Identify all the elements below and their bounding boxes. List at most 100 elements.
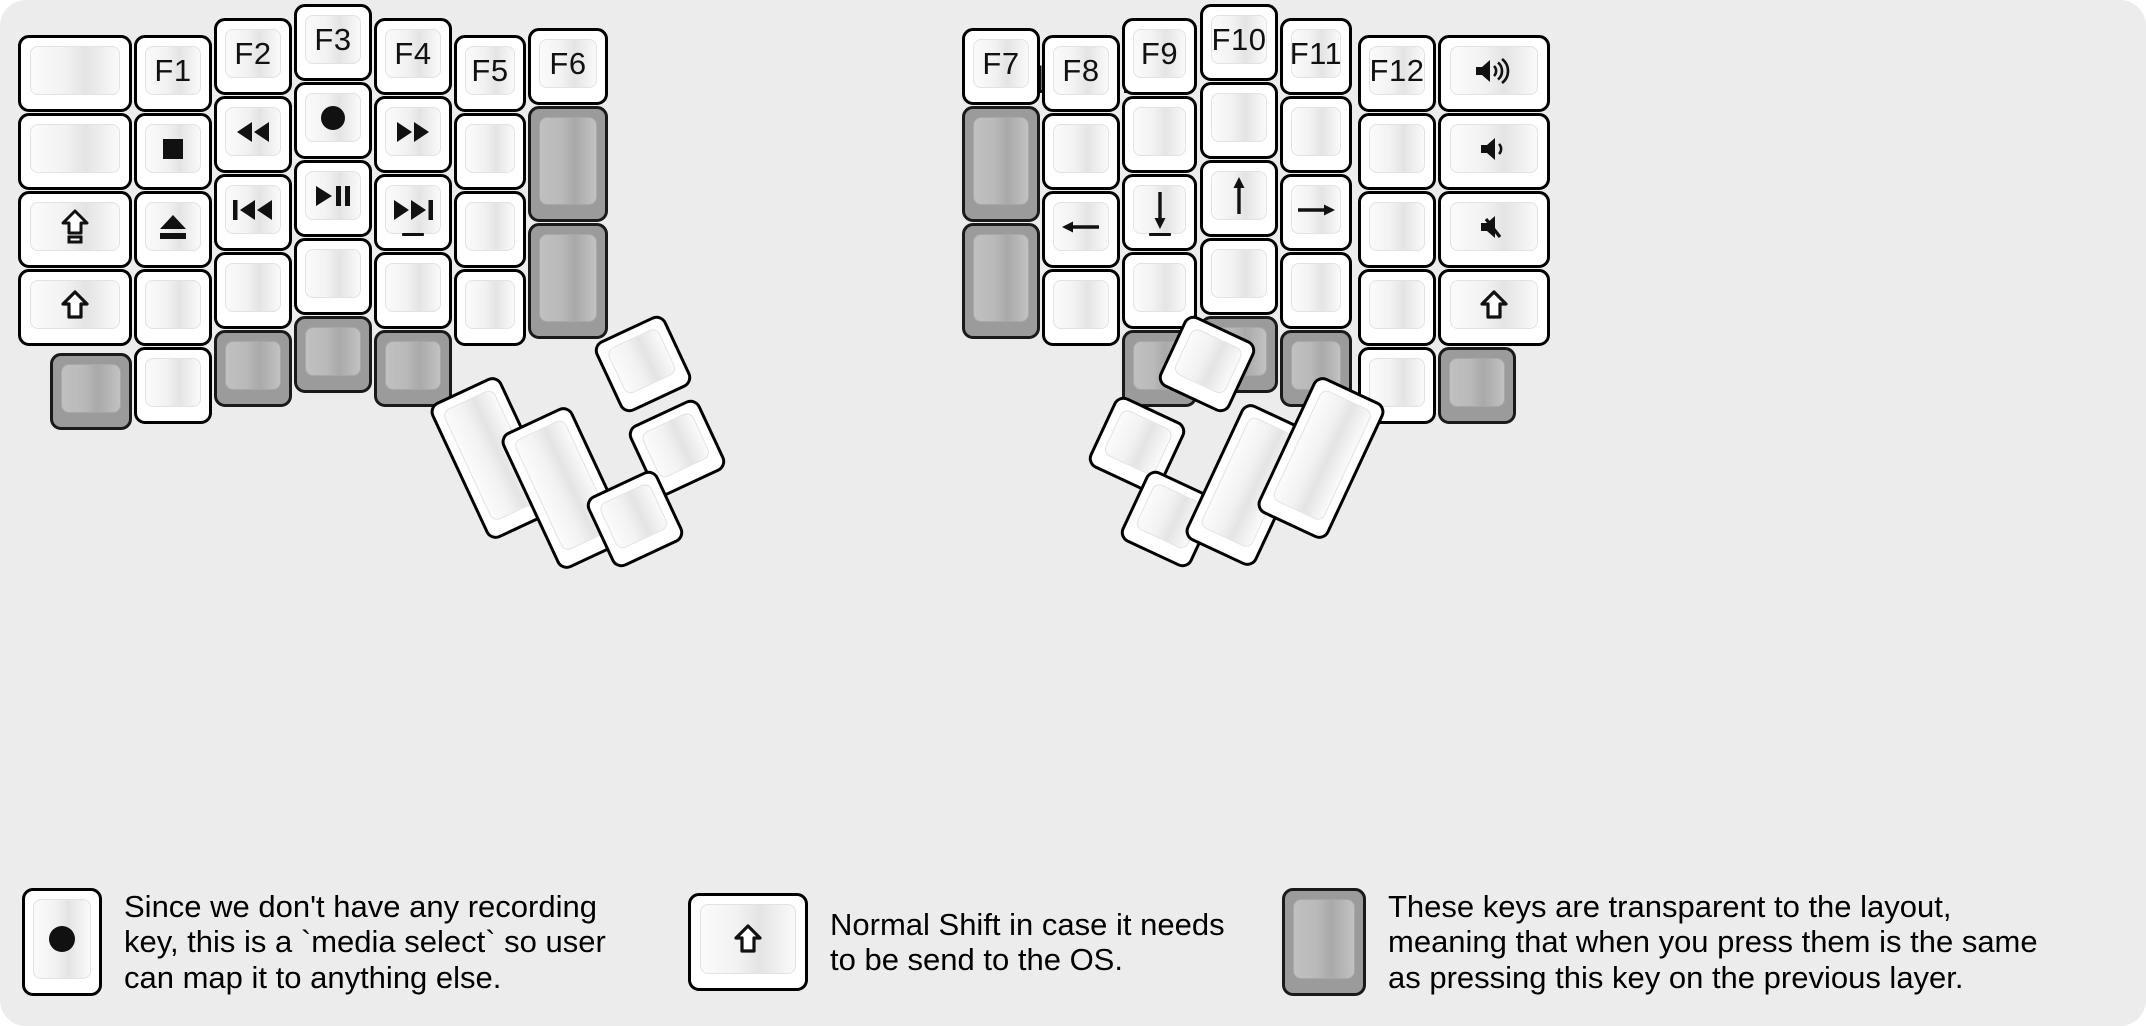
key-label: F2 bbox=[234, 36, 272, 71]
volume-up-icon bbox=[1472, 56, 1516, 86]
key-shift-right[interactable] bbox=[1438, 269, 1550, 346]
key-media-play-pause[interactable] bbox=[294, 160, 372, 237]
key-capslock[interactable] bbox=[18, 191, 132, 268]
key-transparent-r-c7-r5[interactable] bbox=[1438, 347, 1516, 424]
key-media-record[interactable] bbox=[294, 82, 372, 159]
key-blank-r-c3-r4[interactable] bbox=[1122, 252, 1197, 329]
key-blank-l-c3-r4[interactable] bbox=[214, 252, 292, 329]
key-underbar-mark bbox=[1148, 233, 1171, 236]
key-volume-mute[interactable] bbox=[1438, 191, 1550, 268]
key-label: F11 bbox=[1291, 36, 1341, 71]
key-arrow-right[interactable] bbox=[1280, 174, 1352, 251]
legend-item-transparent: These keys are transparent to the layout… bbox=[1282, 888, 2038, 996]
prev-track-icon bbox=[229, 197, 277, 223]
legend-key-record bbox=[22, 888, 102, 996]
key-blank-l-c2-r4[interactable] bbox=[134, 269, 212, 346]
key-arrow-left[interactable] bbox=[1042, 191, 1120, 268]
stop-icon bbox=[158, 134, 188, 164]
key-f12[interactable]: F12 bbox=[1358, 35, 1436, 112]
key-label: F1 bbox=[154, 53, 192, 88]
key-media-prev-track[interactable] bbox=[214, 174, 292, 251]
key-blank-r-c4-r2[interactable] bbox=[1200, 82, 1278, 159]
key-blank-l-c6-r2[interactable] bbox=[454, 113, 526, 190]
record-circle-icon bbox=[45, 922, 79, 956]
key-blank-l-c6-r4[interactable] bbox=[454, 269, 526, 346]
key-shift-left[interactable] bbox=[18, 269, 132, 346]
key-f7[interactable]: F7 bbox=[962, 28, 1040, 105]
key-media-fast-forward[interactable] bbox=[374, 96, 452, 173]
key-volume-up[interactable] bbox=[1438, 35, 1550, 112]
key-blank-r-c5-r4[interactable] bbox=[1280, 252, 1352, 329]
key-blank-l-c2-r5[interactable] bbox=[134, 347, 212, 424]
key-label: F7 bbox=[982, 46, 1020, 81]
key-blank-r-c6-r2[interactable] bbox=[1358, 113, 1436, 190]
key-blank-l-c4-r4[interactable] bbox=[294, 238, 372, 315]
legend-item-shift: Normal Shift in case it needs to be send… bbox=[688, 893, 1225, 991]
key-label: F4 bbox=[394, 36, 432, 71]
capslock-icon bbox=[60, 209, 90, 245]
key-f9[interactable]: F9 bbox=[1122, 18, 1197, 95]
play-pause-icon bbox=[311, 183, 355, 209]
key-blank-r-c3-r2[interactable] bbox=[1122, 96, 1197, 173]
legend-text-shift: Normal Shift in case it needs to be send… bbox=[830, 906, 1225, 977]
key-media-next-track[interactable] bbox=[374, 174, 452, 251]
key-media-rewind[interactable] bbox=[214, 96, 292, 173]
legend-text-transparent: These keys are transparent to the layout… bbox=[1388, 889, 2038, 995]
key-transparent-l-c7-r2[interactable] bbox=[528, 106, 608, 222]
key-transparent-l-c5-r5[interactable] bbox=[374, 330, 452, 407]
arrow-down-icon bbox=[1147, 188, 1173, 232]
key-blank-r-c6-r3[interactable] bbox=[1358, 191, 1436, 268]
key-f1[interactable]: F1 bbox=[134, 35, 212, 112]
key-f3[interactable]: F3 bbox=[294, 4, 372, 81]
key-f2[interactable]: F2 bbox=[214, 18, 292, 95]
key-media-stop[interactable] bbox=[134, 113, 212, 190]
key-blank-r-c5-r2[interactable] bbox=[1280, 96, 1352, 173]
key-media-eject[interactable] bbox=[134, 191, 212, 268]
key-blank-r-c2-r4[interactable] bbox=[1042, 269, 1120, 346]
key-label: F8 bbox=[1062, 53, 1100, 88]
legend-item-record: Since we don't have any recording key, t… bbox=[22, 888, 606, 996]
key-label: F6 bbox=[549, 46, 587, 81]
arrow-up-icon bbox=[1226, 174, 1252, 218]
key-volume-down[interactable] bbox=[1438, 113, 1550, 190]
key-transparent-r-c1-r2[interactable] bbox=[962, 106, 1040, 222]
fast-forward-icon bbox=[392, 119, 434, 145]
key-arrow-up[interactable] bbox=[1200, 160, 1278, 237]
key-blank-l-c1-r1[interactable] bbox=[18, 35, 132, 112]
key-blank-r-c2-r2[interactable] bbox=[1042, 113, 1120, 190]
shift-icon bbox=[1479, 289, 1509, 321]
key-f10[interactable]: F10 bbox=[1200, 4, 1278, 81]
key-f5[interactable]: F5 bbox=[454, 35, 526, 112]
eject-icon bbox=[156, 212, 190, 242]
key-label: F9 bbox=[1140, 36, 1179, 71]
volume-mute-icon bbox=[1477, 212, 1511, 242]
next-track-icon bbox=[389, 197, 437, 223]
key-blank-r-c6-r4[interactable] bbox=[1358, 269, 1436, 346]
key-transparent-l-c7-r3[interactable] bbox=[528, 223, 608, 339]
record-circle-icon bbox=[316, 101, 350, 135]
key-label: F3 bbox=[314, 22, 352, 57]
legend-key-shift bbox=[688, 893, 808, 991]
legend-key-transparent bbox=[1282, 888, 1366, 996]
key-transparent-l-c4-r5[interactable] bbox=[294, 316, 372, 393]
key-blank-l-c6-r3[interactable] bbox=[454, 191, 526, 268]
key-f6[interactable]: F6 bbox=[528, 28, 608, 105]
rewind-icon bbox=[232, 119, 274, 145]
key-transparent-r-c1-r3[interactable] bbox=[962, 223, 1040, 339]
shift-arrow-icon bbox=[733, 923, 763, 955]
key-blank-r-c4-r4[interactable] bbox=[1200, 238, 1278, 315]
key-arrow-down[interactable] bbox=[1122, 174, 1197, 251]
arrow-right-icon bbox=[1294, 197, 1338, 223]
volume-down-icon bbox=[1477, 134, 1511, 164]
key-transparent-l-c1-r5[interactable] bbox=[50, 353, 132, 430]
key-f4[interactable]: F4 bbox=[374, 18, 452, 95]
key-f11[interactable]: F11 bbox=[1280, 18, 1352, 95]
key-label: F12 bbox=[1369, 53, 1425, 88]
key-blank-l-c5-r4[interactable] bbox=[374, 252, 452, 329]
key-blank-r-c6-r5[interactable] bbox=[1358, 347, 1436, 424]
key-label: F5 bbox=[471, 53, 509, 88]
key-blank-l-c1-r2[interactable] bbox=[18, 113, 132, 190]
key-f8[interactable]: F8 bbox=[1042, 35, 1120, 112]
key-transparent-l-c3-r5[interactable] bbox=[214, 330, 292, 407]
